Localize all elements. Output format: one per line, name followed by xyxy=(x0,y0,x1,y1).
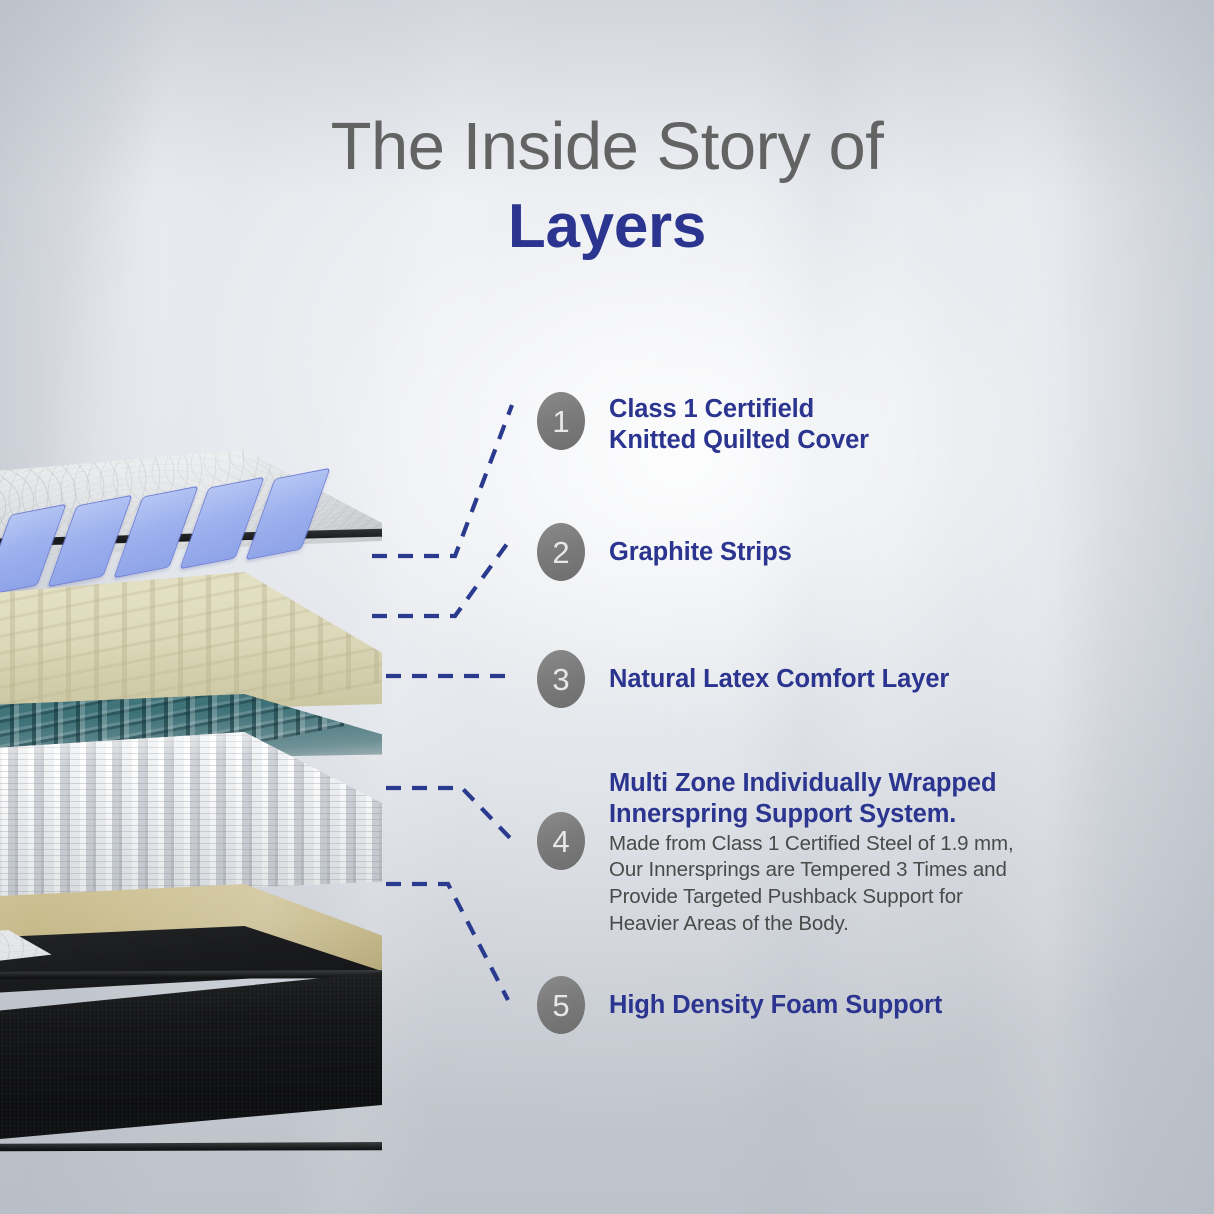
coil-shading xyxy=(0,732,382,910)
layer-graphic-wrapped-innerspring xyxy=(0,732,382,910)
layer-title-2: Graphite Strips xyxy=(609,538,792,566)
layer-desc-4-line-1: Made from Class 1 Certified Steel of 1.9… xyxy=(609,831,1014,855)
mattress-cutaway-illustration xyxy=(0,432,422,1172)
callout-item-4[interactable]: 4 Multi Zone Individually Wrapped Inners… xyxy=(537,769,1014,937)
layer-title-5: High Density Foam Support xyxy=(609,991,943,1019)
layer-number-badge-1: 1 xyxy=(537,392,585,450)
title-line-primary: The Inside Story of xyxy=(330,109,884,184)
foundation-bottom-piping xyxy=(0,1142,382,1152)
callout-text-block-1: Class 1 Certifield Knitted Quilted Cover xyxy=(609,392,869,456)
foundation-top-piping xyxy=(0,970,382,980)
callout-item-2[interactable]: 2 Graphite Strips xyxy=(537,523,792,581)
layer-title-1-line-1: Class 1 Certifield xyxy=(609,395,815,423)
layer-number-badge-2: 2 xyxy=(537,523,585,581)
callout-text-block-4: Multi Zone Individually Wrapped Innerspr… xyxy=(609,766,1014,937)
layer-title-4-line-1: Multi Zone Individually Wrapped xyxy=(609,769,997,797)
page-title: The Inside Story of Layers xyxy=(0,112,1214,263)
callout-item-3[interactable]: 3 Natural Latex Comfort Layer xyxy=(537,650,949,708)
mattress-foundation-box xyxy=(0,926,382,1176)
layer-title-1-line-2: Knitted Quilted Cover xyxy=(609,425,869,454)
callout-item-5[interactable]: 5 High Density Foam Support xyxy=(537,976,942,1034)
layer-title-3: Natural Latex Comfort Layer xyxy=(609,665,950,693)
foundation-fabric-weave xyxy=(0,972,382,1162)
layer-title-4-line-2: Innerspring Support System. xyxy=(609,799,957,828)
callout-text-block-5: High Density Foam Support xyxy=(609,976,942,1021)
callout-text-block-2: Graphite Strips xyxy=(609,523,792,568)
layer-desc-4-line-2: Our Innersprings are Tempered 3 Times an… xyxy=(609,858,1007,882)
callout-item-1[interactable]: 1 Class 1 Certifield Knitted Quilted Cov… xyxy=(537,392,869,456)
layer-desc-4-line-3: Provide Targeted Pushback Support for xyxy=(609,885,963,909)
callout-text-block-3: Natural Latex Comfort Layer xyxy=(609,650,949,695)
foundation-front-face xyxy=(0,972,382,1162)
layer-number-badge-4: 4 xyxy=(537,812,585,870)
layer-number-badge-5: 5 xyxy=(537,976,585,1034)
layer-desc-4-line-4: Heavier Areas of the Body. xyxy=(609,911,849,935)
layer-number-badge-3: 3 xyxy=(537,650,585,708)
title-line-highlight: Layers xyxy=(507,191,707,261)
